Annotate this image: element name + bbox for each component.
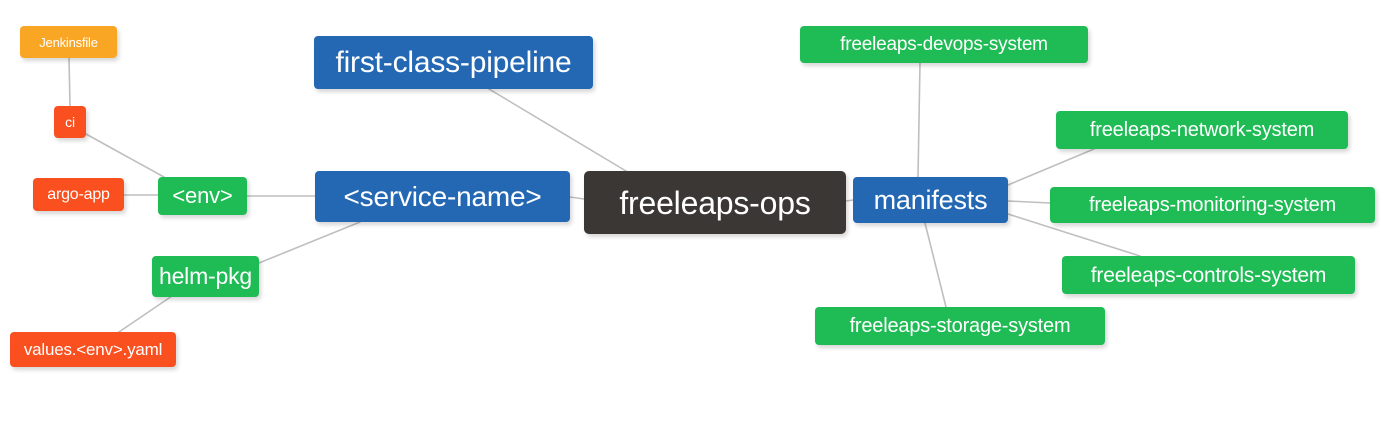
mindmap-node-freeleaps-ops[interactable]: freeleaps-ops <box>584 171 846 234</box>
edge-manifests-storage <box>924 222 947 308</box>
mindmap-node-service-name[interactable]: <service-name> <box>315 171 570 222</box>
mindmap-node-label: Jenkinsfile <box>39 34 98 50</box>
mindmap-node-freeleaps-devops-system[interactable]: freeleaps-devops-system <box>800 26 1088 63</box>
mindmap-node-label: freeleaps-controls-system <box>1090 263 1327 287</box>
edge-ops-manifests <box>845 199 854 202</box>
mindmap-node-manifests[interactable]: manifests <box>853 177 1008 223</box>
mindmap-node-label: freeleaps-devops-system <box>840 34 1048 55</box>
edge-ci-env <box>85 133 165 178</box>
mindmap-node-freeleaps-storage-system[interactable]: freeleaps-storage-system <box>815 307 1105 345</box>
mindmap-node-label: <service-name> <box>343 180 542 212</box>
mindmap-node-label: freeleaps-network-system <box>1089 119 1315 141</box>
edge-jenkinsfile-ci <box>68 57 71 107</box>
edge-manifests-network <box>1007 148 1095 186</box>
mindmap-node-label: manifests <box>873 184 988 215</box>
mindmap-node-helm-pkg[interactable]: helm-pkg <box>152 256 259 297</box>
edge-helm-pkg-values <box>118 295 173 333</box>
mindmap-node-freeleaps-monitoring-system[interactable]: freeleaps-monitoring-system <box>1050 187 1375 223</box>
mindmap-node-label: first-class-pipeline <box>335 45 572 79</box>
edge-service-name-freeleaps-ops <box>569 196 585 200</box>
edge-first-class-pipeline-ops <box>488 88 627 172</box>
mindmap-node-argo-app[interactable]: argo-app <box>33 178 124 211</box>
mindmap-node-freeleaps-network-system[interactable]: freeleaps-network-system <box>1056 111 1348 149</box>
mindmap-node-values-env-yaml[interactable]: values.<env>.yaml <box>10 332 176 367</box>
mindmap-node-label: freeleaps-monitoring-system <box>1089 194 1336 216</box>
mindmap-node-jenkinsfile[interactable]: Jenkinsfile <box>20 26 117 58</box>
mindmap-node-label: ci <box>65 114 75 130</box>
mindmap-node-env[interactable]: <env> <box>158 177 247 215</box>
mindmap-node-first-class-pipeline[interactable]: first-class-pipeline <box>314 36 593 89</box>
mindmap-node-label: helm-pkg <box>159 263 252 289</box>
mindmap-node-label: argo-app <box>47 185 110 203</box>
mindmap-node-label: freeleaps-ops <box>619 184 811 221</box>
edge-manifests-monitoring <box>1007 200 1051 204</box>
edge-manifests-devops <box>917 62 921 178</box>
mindmap-node-label: freeleaps-storage-system <box>849 315 1071 337</box>
mindmap-node-freeleaps-controls-system[interactable]: freeleaps-controls-system <box>1062 256 1355 294</box>
edge-service-name-helm-pkg <box>258 221 361 264</box>
mindmap-node-label: <env> <box>172 183 233 208</box>
mindmap-node-label: values.<env>.yaml <box>23 340 163 359</box>
mindmap-node-ci[interactable]: ci <box>54 106 86 138</box>
